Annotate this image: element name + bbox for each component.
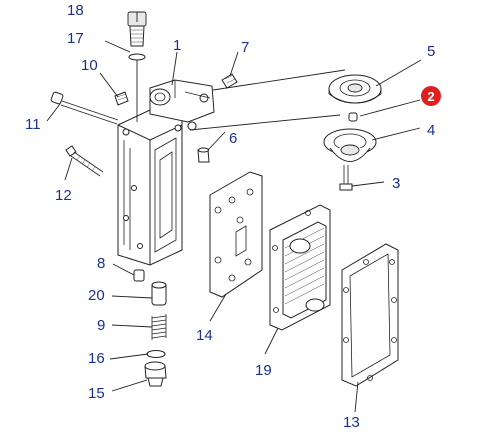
callout-17: 17 (67, 30, 84, 47)
callout-2-badge (421, 86, 441, 106)
part-11-bolt (50, 91, 119, 125)
part-3-bolt (339, 165, 353, 191)
callout-12: 12 (55, 187, 72, 204)
part-19-cooler (269, 204, 331, 331)
callout-7: 7 (241, 39, 249, 56)
callout-18: 18 (67, 2, 84, 19)
callout-8: 8 (97, 255, 105, 272)
callout-6: 6 (229, 130, 237, 147)
part-16-o-ring (146, 350, 166, 358)
leader-lines (46, 12, 422, 413)
part-8-plug (133, 269, 145, 282)
callout-20: 20 (88, 287, 105, 304)
part-1-housing (117, 79, 215, 266)
part-9-spring (151, 314, 167, 340)
callout-3: 3 (392, 175, 400, 192)
callouts: 18 17 1 7 10 5 11 6 4 12 3 8 20 9 14 16 … (25, 2, 441, 431)
part-17-o-ring (128, 53, 146, 61)
callout-10: 10 (81, 57, 98, 74)
part-4-thermostat (323, 128, 377, 162)
callout-2-highlight: 2 (421, 86, 441, 106)
callout-2: 2 (427, 89, 434, 104)
callout-11: 11 (25, 116, 41, 133)
callout-16: 16 (88, 350, 105, 367)
callout-1: 1 (173, 37, 181, 54)
callout-19: 19 (255, 362, 272, 379)
part-20-sleeve (151, 281, 167, 306)
part-6-plug (197, 147, 210, 163)
part-7-plug (221, 73, 238, 89)
part-2-pin (348, 112, 358, 122)
part-13-gasket (341, 243, 399, 387)
part-15-plug (144, 361, 167, 387)
callout-5: 5 (427, 43, 435, 60)
part-14-gasket (209, 171, 263, 298)
part-10-fitting (114, 91, 129, 106)
part-18-plug (127, 11, 147, 47)
callout-9: 9 (97, 317, 105, 334)
callout-14: 14 (196, 327, 213, 344)
part-5-cover (328, 74, 382, 104)
callout-15: 15 (88, 385, 105, 402)
part-12-stud (65, 145, 104, 177)
callout-13: 13 (343, 414, 360, 431)
callout-4: 4 (427, 122, 435, 139)
